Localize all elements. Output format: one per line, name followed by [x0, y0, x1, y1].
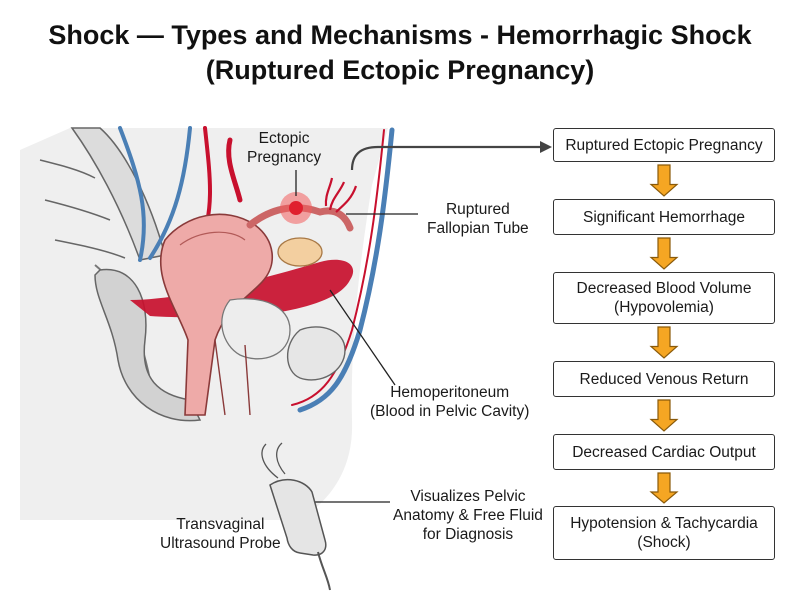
flow-step: Significant Hemorrhage [553, 199, 775, 235]
flow-connector-arrow [350, 145, 545, 171]
down-arrow-icon [649, 472, 679, 504]
flow-step: Hypotension & Tachycardia(Shock) [553, 506, 775, 560]
rupture-splash-icon [324, 177, 358, 213]
ultrasound-probe-icon [261, 442, 331, 591]
flow-step: Ruptured Ectopic Pregnancy [553, 128, 775, 162]
ectopic-pregnancy-site [289, 201, 303, 215]
down-arrow-icon [649, 237, 679, 270]
fallopian-tube [246, 204, 354, 232]
flow-arrows [649, 164, 679, 504]
uterus [159, 213, 274, 416]
ovary [277, 237, 323, 267]
hemoperitoneum-label: Hemoperitoneum (Blood in Pelvic Cavity) [370, 384, 530, 420]
cervix-region [221, 298, 291, 360]
flow-step: Decreased Blood Volume(Hypovolemia) [553, 272, 775, 324]
flow-step: Reduced Venous Return [553, 361, 775, 397]
down-arrow-icon [649, 164, 679, 197]
flow-step: Decreased Cardiac Output [553, 434, 775, 470]
ultrasound-purpose-label: Visualizes Pelvic Anatomy & Free Fluid f… [393, 488, 543, 543]
ruptured-tube-label: Ruptured Fallopian Tube [427, 201, 529, 237]
ectopic-pregnancy-label: Ectopic Pregnancy [247, 130, 322, 166]
page-title: Shock — Types and Mechanisms - Hemorrhag… [48, 20, 752, 50]
page-subtitle: (Ruptured Ectopic Pregnancy) [205, 55, 595, 85]
bladder [286, 326, 346, 381]
down-arrow-icon [649, 326, 679, 359]
down-arrow-icon [649, 399, 679, 432]
probe-label: Transvaginal Ultrasound Probe [160, 516, 281, 552]
